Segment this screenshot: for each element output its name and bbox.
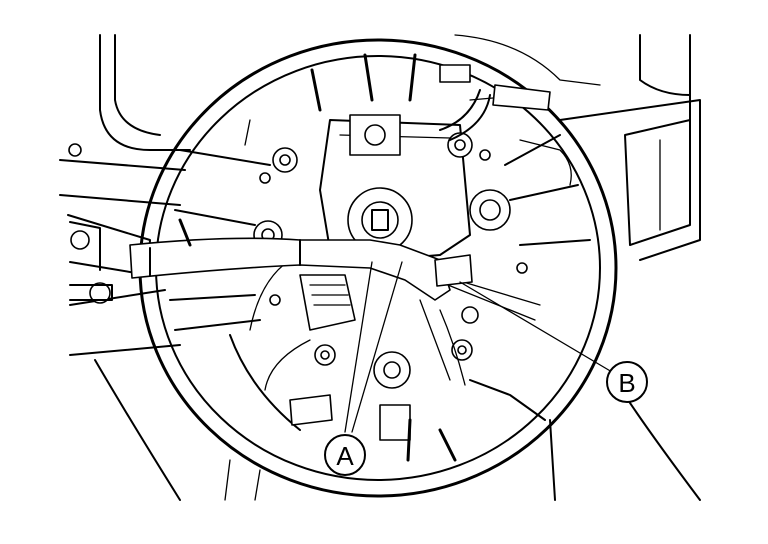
steering-wheel-spokes — [169, 134, 591, 431]
wiring-harness — [129, 84, 551, 391]
leader-lines — [344, 261, 613, 433]
steering-column-shaft — [67, 143, 151, 304]
callout-a-label: A — [336, 441, 354, 471]
clips-and-tabs — [178, 53, 572, 462]
callout-b: B — [606, 361, 648, 403]
callout-a: A — [324, 434, 366, 476]
connectors — [289, 64, 473, 441]
callout-b-label: B — [618, 368, 635, 398]
